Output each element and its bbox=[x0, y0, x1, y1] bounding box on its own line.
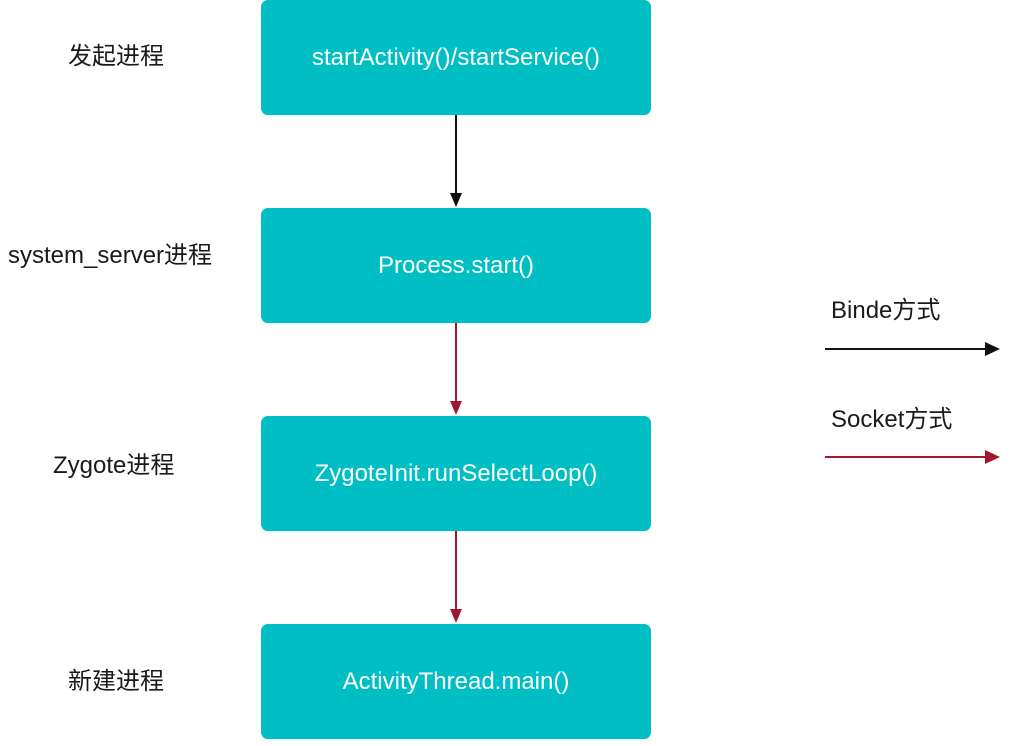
arrow-binder-start-to-process bbox=[450, 115, 462, 207]
legend-binder-arrow bbox=[825, 342, 1000, 356]
step-box-process-start: Process.start() bbox=[261, 208, 651, 323]
process-label-initiating: 发起进程 bbox=[68, 43, 164, 70]
process-label-zygote: Zygote进程 bbox=[53, 452, 175, 479]
step-box-start-activity: startActivity()/startService() bbox=[261, 0, 651, 115]
step-box-activity-thread-main: ActivityThread.main() bbox=[261, 624, 651, 739]
legend-socket-label: Socket方式 bbox=[831, 406, 953, 433]
step-text-zygote-select-loop: ZygoteInit.runSelectLoop() bbox=[314, 459, 598, 487]
step-box-zygote-select-loop: ZygoteInit.runSelectLoop() bbox=[261, 416, 651, 531]
legend-binder-label: Binde方式 bbox=[831, 297, 941, 324]
step-text-process-start: Process.start() bbox=[377, 251, 535, 279]
process-label-new-process: 新建进程 bbox=[68, 668, 164, 695]
step-text-activity-thread-main: ActivityThread.main() bbox=[342, 667, 570, 695]
legend-socket-arrow bbox=[825, 450, 1000, 464]
step-text-start-activity: startActivity()/startService() bbox=[311, 43, 601, 71]
arrow-socket-process-to-zygote bbox=[450, 323, 462, 415]
arrow-socket-zygote-to-new-process bbox=[450, 531, 462, 623]
process-label-system-server: system_server进程 bbox=[8, 242, 213, 269]
